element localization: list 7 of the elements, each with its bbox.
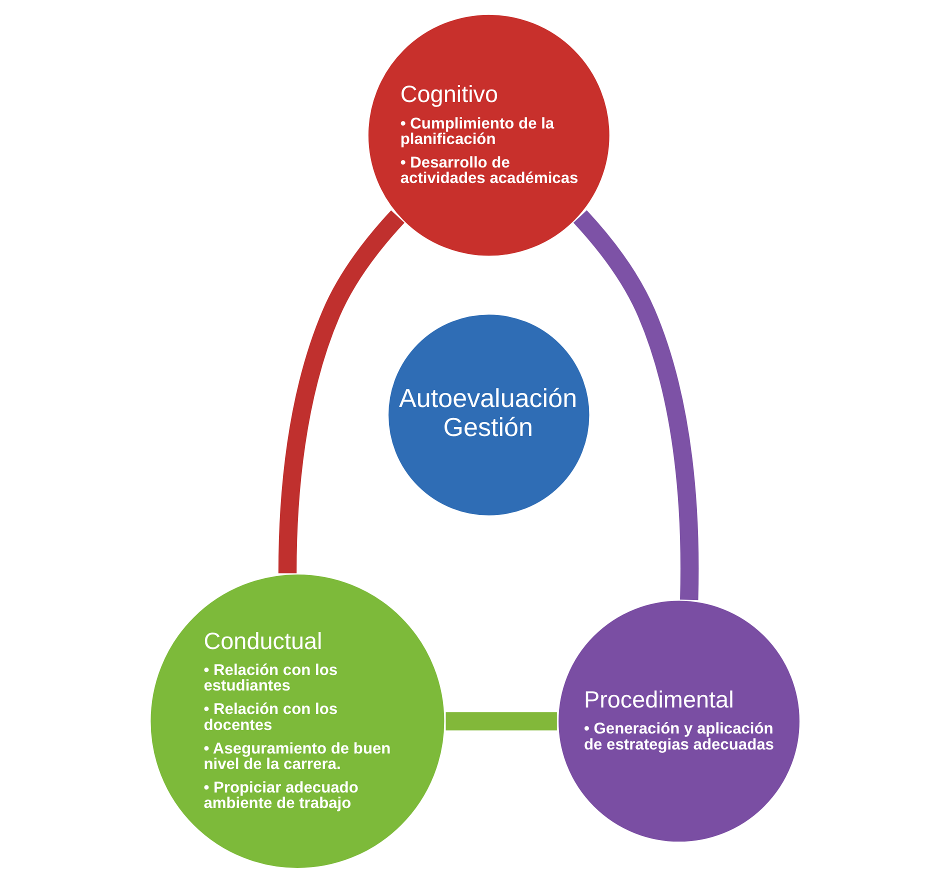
connector: [573, 210, 699, 600]
node-circle: Conductual • Relación con los estudiantes • Relación con los docentes • Aseguramiento de buen nivel de la carrera. • Propiciar adecuado ambiente de trabajo: [148, 572, 447, 871]
node-circle: Autoevaluación Gestión: [386, 312, 592, 518]
connector: [446, 712, 557, 730]
connector: [278, 210, 404, 574]
node-circle: Cognitivo • Cumplimiento de la planificación • Desarrollo de actividades académicas: [366, 12, 612, 258]
node-circle: Procedimental • Generación y aplicación de estrategias adecuadas: [556, 598, 802, 844]
